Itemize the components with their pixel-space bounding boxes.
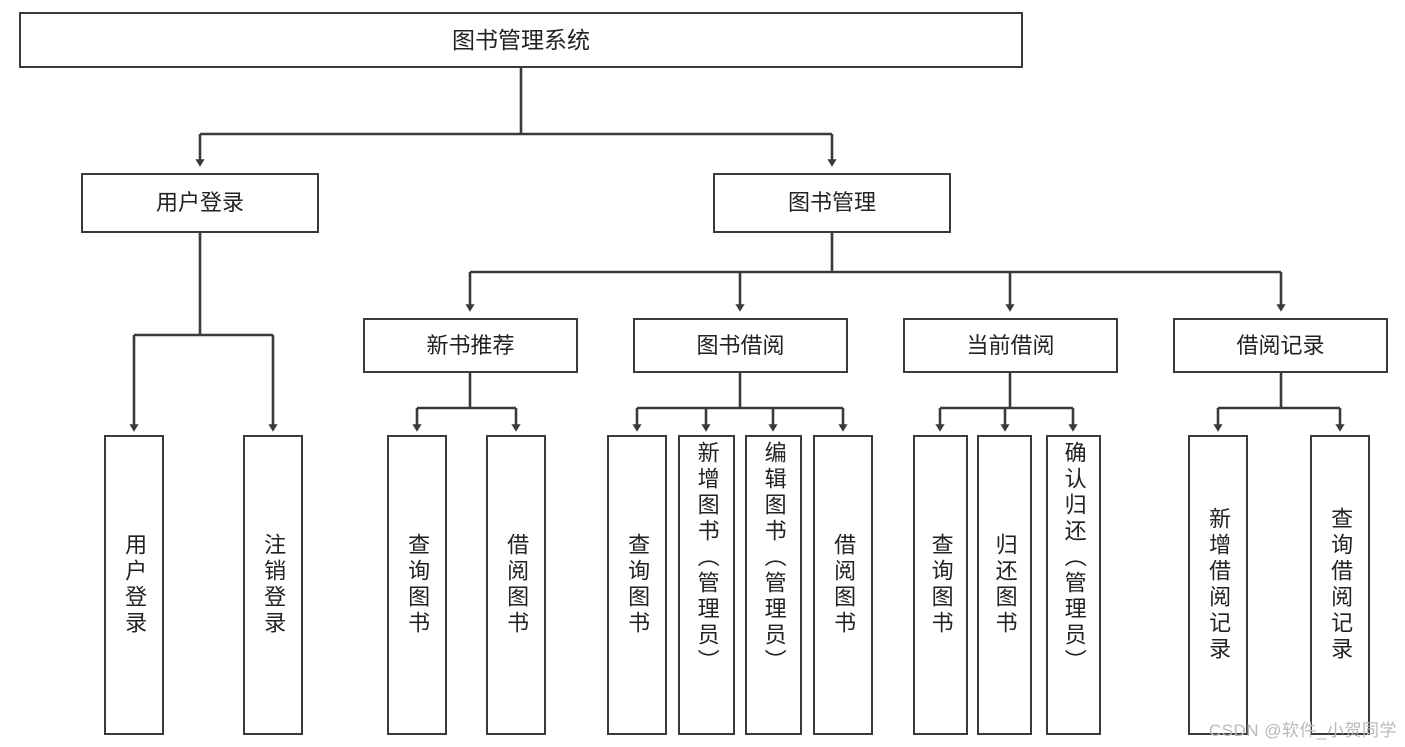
leaf-record-add-record[interactable]: 新增借阅记录 — [1188, 435, 1248, 735]
leaf-recommend-borrow-book[interactable]: 借阅图书 — [486, 435, 546, 735]
node-label: 当前借阅 — [966, 332, 1055, 358]
node-book-management[interactable]: 图书管理 — [713, 173, 951, 233]
leaf-record-query-record[interactable]: 查询借阅记录 — [1310, 435, 1370, 735]
node-label: 新增借阅记录 — [1206, 507, 1232, 663]
leaf-current-query-book[interactable]: 查询图书 — [913, 435, 968, 735]
node-label: 查询图书 — [625, 533, 651, 637]
node-label: 借阅图书 — [504, 533, 530, 637]
node-label: 用户登录 — [122, 533, 148, 637]
leaf-current-confirm-return[interactable]: 确认归还（管理员） — [1046, 435, 1101, 735]
node-label: 新书推荐 — [426, 332, 515, 358]
leaf-borrow-borrow-book[interactable]: 借阅图书 — [813, 435, 873, 735]
leaf-borrow-add-book[interactable]: 新增图书（管理员） — [678, 435, 735, 735]
leaf-current-return-book[interactable]: 归还图书 — [977, 435, 1032, 735]
node-current-borrow[interactable]: 当前借阅 — [903, 318, 1118, 373]
node-book-borrow[interactable]: 图书借阅 — [633, 318, 848, 373]
node-label: 图书管理 — [787, 190, 876, 216]
leaf-recommend-query-book[interactable]: 查询图书 — [387, 435, 447, 735]
node-label: 查询借阅记录 — [1328, 507, 1354, 663]
node-user-login[interactable]: 用户登录 — [81, 173, 319, 233]
node-label: 新增图书（管理员） — [694, 441, 720, 675]
node-root-system[interactable]: 图书管理系统 — [19, 12, 1023, 68]
leaf-user-logout[interactable]: 注销登录 — [243, 435, 303, 735]
node-new-book-recommend[interactable]: 新书推荐 — [363, 318, 578, 373]
node-borrow-record[interactable]: 借阅记录 — [1173, 318, 1388, 373]
node-label: 查询图书 — [928, 533, 954, 637]
node-label: 用户登录 — [155, 190, 244, 216]
node-label: 查询图书 — [405, 533, 431, 637]
node-label: 借阅记录 — [1236, 332, 1325, 358]
node-label: 归还图书 — [992, 533, 1018, 637]
node-label: 注销登录 — [261, 533, 287, 637]
node-label: 编辑图书（管理员） — [761, 441, 787, 675]
leaf-borrow-query-book[interactable]: 查询图书 — [607, 435, 667, 735]
leaf-user-login[interactable]: 用户登录 — [104, 435, 164, 735]
node-label: 借阅图书 — [831, 533, 857, 637]
leaf-borrow-edit-book[interactable]: 编辑图书（管理员） — [745, 435, 802, 735]
node-label: 图书管理系统 — [452, 26, 590, 53]
node-label: 确认归还（管理员） — [1061, 441, 1087, 675]
node-label: 图书借阅 — [696, 332, 785, 358]
